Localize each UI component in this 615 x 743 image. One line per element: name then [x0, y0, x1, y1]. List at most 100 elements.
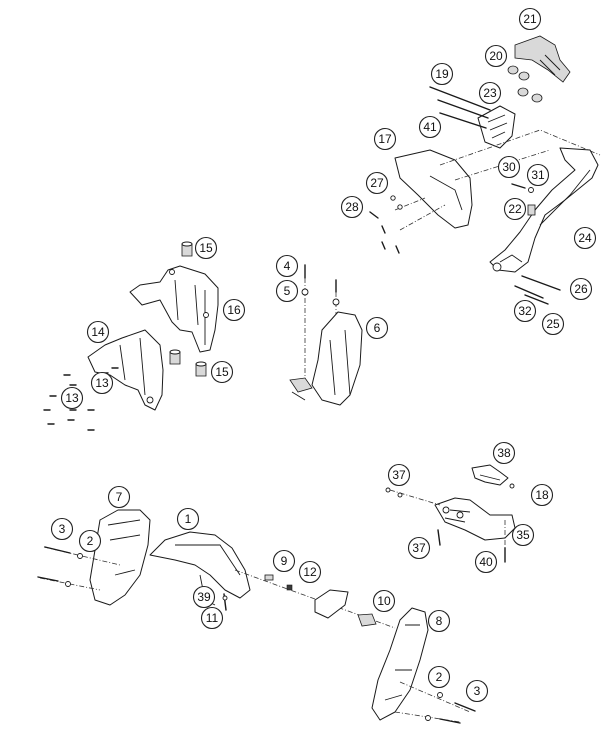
part-18-screw	[509, 483, 515, 489]
svg-text:32: 32	[518, 304, 532, 318]
svg-text:26: 26	[574, 282, 588, 296]
part-1-fender	[149, 531, 251, 599]
callout-26: 26	[569, 277, 593, 301]
callout-25: 25	[541, 312, 565, 336]
callout-15-bottom: 15	[210, 360, 234, 384]
callout-13-b: 13	[60, 386, 84, 410]
callout-6: 6	[365, 316, 389, 340]
headlight-holder-assembly	[43, 241, 219, 431]
part-6-mudflap	[311, 311, 363, 406]
callout-7: 7	[107, 485, 131, 509]
callout-16: 16	[222, 298, 246, 322]
svg-text:28: 28	[345, 200, 359, 214]
part-16-holder	[129, 265, 219, 353]
callout-38: 38	[492, 441, 516, 465]
svg-text:35: 35	[516, 528, 530, 542]
svg-text:27: 27	[370, 176, 384, 190]
callout-13-a: 13	[90, 371, 114, 395]
part-2-washer	[77, 553, 83, 559]
part-35-plate	[434, 497, 516, 541]
svg-text:15: 15	[199, 241, 213, 255]
svg-text:31: 31	[531, 168, 545, 182]
part-39-nut	[222, 595, 228, 601]
callout-18: 18	[530, 483, 554, 507]
callout-1: 1	[176, 507, 200, 531]
part-5-washer	[301, 288, 309, 296]
svg-text:5: 5	[284, 284, 291, 298]
svg-text:25: 25	[546, 317, 560, 331]
svg-text:38: 38	[497, 446, 511, 460]
part-17-plate	[394, 149, 473, 229]
callout-9: 9	[272, 549, 296, 573]
callout-10: 10	[372, 589, 396, 613]
callout-22: 22	[503, 197, 527, 221]
callout-14: 14	[86, 320, 110, 344]
part-27-nut	[390, 195, 396, 201]
svg-text:17: 17	[378, 132, 392, 146]
svg-text:4: 4	[284, 259, 291, 273]
svg-text:18: 18	[535, 488, 549, 502]
part-28-screw	[369, 211, 379, 219]
svg-text:16: 16	[227, 303, 241, 317]
part-30-bolt	[511, 183, 526, 189]
callout-35: 35	[511, 523, 535, 547]
svg-text:2: 2	[87, 534, 94, 548]
part-24-rail	[489, 147, 599, 273]
part-26-bolt	[521, 275, 561, 291]
callout-12: 12	[298, 560, 322, 584]
part-38-bracket	[471, 464, 509, 486]
part-41-bolt	[439, 112, 487, 129]
svg-text:15: 15	[215, 365, 229, 379]
svg-text:24: 24	[578, 231, 592, 245]
part-8-fork-cover	[371, 607, 429, 721]
part-21-cover	[514, 35, 571, 83]
part-9-nut	[264, 574, 274, 581]
svg-text:12: 12	[303, 565, 317, 579]
svg-text:3: 3	[59, 522, 66, 536]
svg-text:13: 13	[65, 391, 79, 405]
callout-20: 20	[484, 44, 508, 68]
part-31-washer	[528, 187, 534, 193]
callout-8: 8	[427, 609, 451, 633]
svg-text:21: 21	[523, 12, 537, 26]
rear-bracket-assembly	[369, 35, 601, 305]
svg-text:37: 37	[392, 468, 406, 482]
callout-21: 21	[518, 7, 542, 31]
svg-text:13: 13	[95, 376, 109, 390]
callout-32: 32	[513, 299, 537, 323]
svg-text:19: 19	[435, 67, 449, 81]
callout-3-right: 3	[465, 679, 489, 703]
callout-39: 39	[192, 585, 216, 609]
callout-17: 17	[373, 127, 397, 151]
part-10-clip	[357, 613, 377, 627]
callout-28: 28	[340, 195, 364, 219]
callout-2-left: 2	[78, 529, 102, 553]
callout-5: 5	[275, 279, 299, 303]
svg-text:2: 2	[436, 670, 443, 684]
svg-text:6: 6	[374, 321, 381, 335]
callout-37-bottom: 37	[407, 536, 431, 560]
callout-37-top: 37	[387, 463, 411, 487]
part-7-fork-cover	[89, 509, 151, 606]
svg-text:11: 11	[206, 611, 219, 625]
callout-3-left: 3	[50, 517, 74, 541]
svg-text:7: 7	[116, 490, 123, 504]
callout-30: 30	[497, 155, 521, 179]
callout-31: 31	[526, 163, 550, 187]
svg-text:30: 30	[502, 160, 516, 174]
svg-text:10: 10	[377, 594, 391, 608]
svg-text:8: 8	[436, 614, 443, 628]
callout-19: 19	[430, 62, 454, 86]
callout-4: 4	[275, 254, 299, 278]
skid-plate-assembly	[385, 464, 516, 563]
part-37-screw	[385, 487, 391, 493]
callout-11: 11	[200, 606, 224, 630]
svg-text:3: 3	[474, 684, 481, 698]
part-20-bushing	[507, 65, 519, 75]
svg-text:23: 23	[483, 86, 497, 100]
callout-41: 41	[418, 115, 442, 139]
svg-text:41: 41	[423, 120, 437, 134]
svg-text:22: 22	[508, 202, 522, 216]
part-3-bolt	[44, 546, 71, 554]
